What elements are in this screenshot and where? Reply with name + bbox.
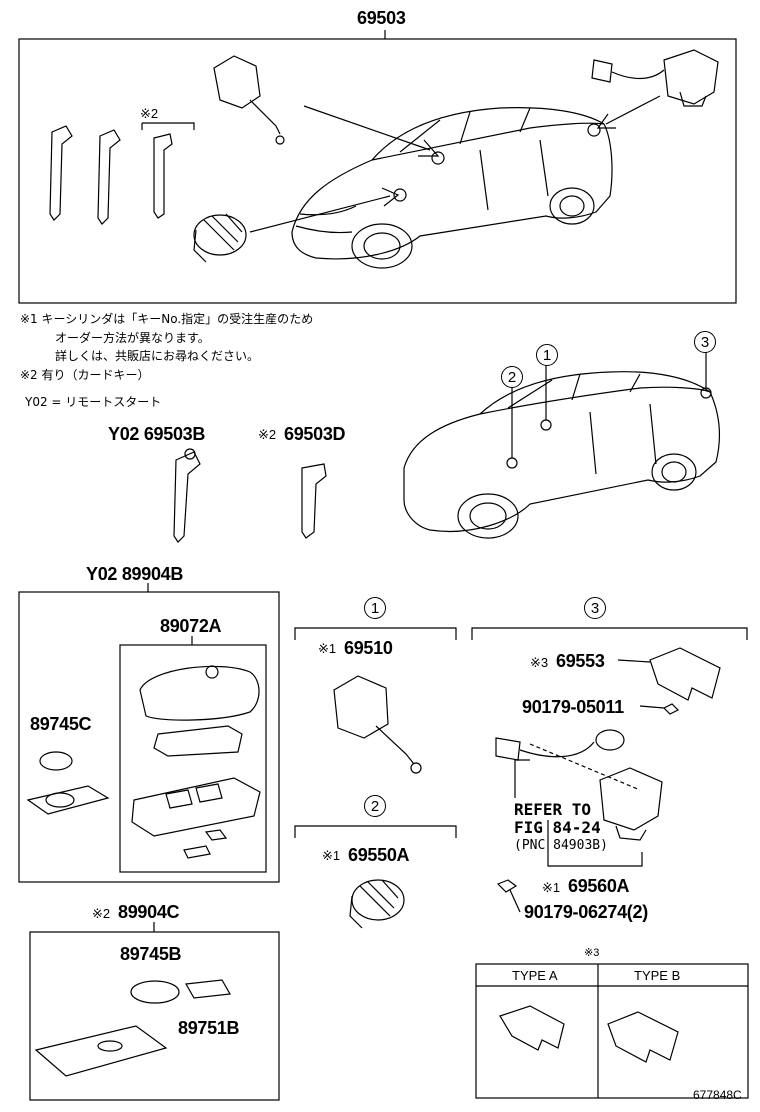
section-3-marker: 3: [584, 597, 606, 619]
note-mark-69503d: ※2: [258, 427, 277, 442]
part-number-69550a[interactable]: 69550A: [348, 845, 410, 865]
note-1-line-2: オーダー方法が異なります。: [55, 331, 210, 345]
note-mark-69553: ※3: [530, 655, 549, 670]
part-number-69503[interactable]: 69503: [357, 8, 406, 28]
note-mark-69510: ※1: [318, 641, 337, 656]
top-car-illustration: [291, 107, 613, 269]
type-table: [475, 963, 749, 1099]
callout-1[interactable]: 1: [536, 344, 558, 366]
note-mark-69560a: ※1: [542, 880, 561, 895]
type-b-bracket-illustration: [607, 1011, 679, 1063]
section-2-marker: 2: [364, 795, 386, 817]
key-69503d-illustration: [301, 463, 327, 539]
refer-line-1: REFER TO: [514, 800, 592, 819]
part-number-89904c[interactable]: 89904C: [118, 902, 180, 922]
ignition-cylinder-69510-illustration: [333, 675, 422, 774]
part-number-69510[interactable]: 69510: [344, 638, 393, 658]
trunk-parts-illustration: [495, 647, 721, 893]
note-mark-69550a: ※1: [322, 848, 341, 863]
part-number-69560a[interactable]: 69560A: [568, 876, 630, 896]
note-y02: Y02 = リモートスタート: [25, 395, 162, 409]
overview-frame: [18, 38, 737, 304]
part-number-69503d[interactable]: 69503D: [284, 424, 346, 444]
note-1-line-1: ※1 キーシリンダは「キーNo.指定」の受注生産のため: [20, 312, 314, 326]
part-number-90179-06274[interactable]: 90179-06274(2): [524, 902, 648, 922]
part-number-89904b[interactable]: Y02 89904B: [86, 564, 184, 584]
middle-car-illustration: [403, 352, 720, 539]
top-cylinder-illustration: [213, 55, 285, 145]
part-number-69553[interactable]: 69553: [556, 651, 605, 671]
type-a-bracket-illustration: [499, 1005, 565, 1051]
part-number-89072a[interactable]: 89072A: [160, 616, 222, 636]
type-b-header: TYPE B: [634, 968, 681, 983]
door-cylinder-69550a-illustration: [349, 879, 405, 929]
callout-2[interactable]: 2: [501, 366, 523, 388]
section-1-marker: 1: [364, 597, 386, 619]
top-door-cylinder-illustration: [193, 213, 247, 263]
callout-3[interactable]: 3: [694, 331, 716, 353]
top-keys-illustration: [49, 122, 195, 225]
figure-code: 677848C: [693, 1088, 742, 1102]
note-1-line-3: 詳しくは、共販店にお尋ねください。: [55, 349, 260, 363]
frame-89904b: [18, 591, 280, 883]
part-number-90179-05011[interactable]: 90179-05011: [522, 697, 624, 717]
type-a-header: TYPE A: [512, 968, 558, 983]
note-mark-2-top: ※2: [140, 106, 159, 121]
note-mark-89904c: ※2: [92, 906, 111, 921]
part-number-89751b[interactable]: 89751B: [178, 1018, 240, 1038]
part-number-89745b[interactable]: 89745B: [120, 944, 182, 964]
type-table-mark: ※3: [584, 947, 600, 959]
part-number-89745c[interactable]: 89745C: [30, 714, 92, 734]
refer-line-3: (PNC 84903B): [514, 838, 608, 853]
card-key-parts-illustration: [34, 979, 231, 1077]
note-2: ※2 有り（カードキー）: [20, 368, 150, 382]
remote-key-parts-illustration: [26, 665, 261, 859]
top-trunk-cylinder-illustration: [591, 49, 719, 107]
refer-line-2: FIG 84-24: [514, 818, 601, 837]
frame-89072a: [119, 644, 267, 873]
key-69503b-illustration: [173, 448, 201, 543]
part-number-69503b[interactable]: Y02 69503B: [108, 424, 206, 444]
